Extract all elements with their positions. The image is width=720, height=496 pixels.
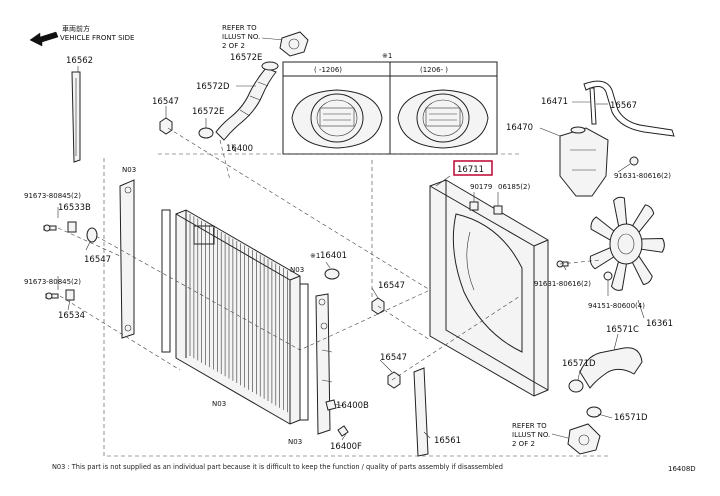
direction-label: VEHICLE FRONT SIDE (60, 34, 134, 42)
air-baffle-16561 (413, 367, 429, 457)
label-mark1: ※1 (310, 252, 320, 260)
grommet-16547-top (159, 117, 173, 135)
label-16547-top[interactable]: 16547 (152, 97, 179, 107)
fan-blade (613, 196, 628, 229)
fan-blade (630, 204, 655, 235)
hose-16567 (583, 80, 675, 137)
refer-top-line2: ILLUST NO. (222, 33, 260, 41)
label-n03-b: N03 (290, 266, 304, 274)
radiator-hose-lower (579, 347, 643, 389)
assembly-lines (57, 127, 610, 457)
refer-bottom-line3: 2 OF 2 (512, 440, 535, 448)
reserve-tank-16470 (559, 126, 609, 197)
label-16561[interactable]: 16561 (434, 436, 461, 446)
radiator-seal-left (161, 209, 171, 353)
label-91631-shroud[interactable]: 91631-80616(2) (534, 280, 591, 288)
bolt-91673-upper (43, 224, 57, 232)
label-16470[interactable]: 16470 (506, 123, 533, 133)
clip-90179 (469, 201, 479, 211)
direction-label-cn: 車両前方 (62, 24, 90, 33)
hose-clamp-lower-b (586, 406, 602, 418)
footnote: N03 : This part is not supplied as an in… (52, 463, 503, 471)
radiator-cap-right (397, 89, 489, 149)
label-n03-a: N03 (122, 166, 136, 174)
label-16572e-top[interactable]: 16572E (230, 53, 262, 63)
cushion-16534 (65, 289, 75, 301)
drain-cock-16400b (325, 399, 337, 411)
label-16401[interactable]: 16401 (320, 251, 347, 261)
label-16572e-mid[interactable]: 16572E (192, 107, 224, 117)
label-94151[interactable]: 94151-80600(4) (588, 302, 645, 310)
label-16571d-b[interactable]: 16571D (614, 413, 648, 423)
label-16711[interactable]: 16711 (457, 165, 484, 175)
figure-id: 16408D (668, 465, 696, 473)
label-06185[interactable]: 06185(2) (498, 183, 530, 191)
air-baffle-16562 (71, 71, 81, 163)
label-16547-low[interactable]: 16547 (380, 353, 407, 363)
water-inlet-bottom (567, 423, 601, 455)
radiator-cap-panel (282, 61, 498, 155)
refer-top-line1: REFER TO (222, 24, 257, 32)
refer-bottom-line1: REFER TO (512, 422, 547, 430)
label-16533b[interactable]: 16533B (58, 203, 91, 213)
label-16567[interactable]: 16567 (610, 101, 637, 111)
label-16400[interactable]: 16400 (226, 144, 253, 154)
label-16400b[interactable]: 16400B (336, 401, 369, 411)
radiator-cap-left (291, 89, 383, 149)
label-16361[interactable]: 16361 (646, 319, 673, 329)
cap-left-range: ( -1206) (314, 66, 342, 74)
grommet-16547-low (387, 371, 401, 389)
label-91673-upper[interactable]: 91673-80845(2) (24, 192, 81, 200)
fan-16361 (589, 196, 665, 291)
label-16571c[interactable]: 16571C (606, 325, 639, 335)
label-16572d[interactable]: 16572D (196, 82, 230, 92)
grommet-16547-mid (86, 227, 98, 243)
label-91673-lower[interactable]: 91673-80845(2) (24, 278, 81, 286)
radiator-tank-right (315, 293, 333, 435)
fan-blade (639, 237, 665, 253)
fan-shroud-16711 (429, 179, 549, 397)
hose-clamp-lower-a (568, 379, 584, 393)
nut-94151 (603, 271, 613, 281)
cap-panel-mark: ※1 (382, 52, 392, 60)
hose-clamp-mid (198, 127, 214, 139)
cap-16401 (324, 268, 340, 280)
bolt-91631-tank (629, 156, 639, 166)
fan-blade (630, 253, 653, 286)
label-16547-mid[interactable]: 16547 (84, 255, 111, 265)
fan-blade (610, 259, 628, 291)
label-16400f[interactable]: 16400F (330, 442, 362, 452)
hose-clamp-top (261, 61, 279, 71)
fan-blade (589, 246, 616, 270)
cap-right-range: (1206- ) (420, 66, 448, 74)
vehicle-front-arrow (29, 31, 59, 47)
radiator-side-support-left (119, 179, 135, 339)
label-90179[interactable]: 90179 (470, 183, 492, 191)
cushion-16533b (67, 221, 77, 233)
label-n03-d: N03 (288, 438, 302, 446)
clip-06185 (493, 205, 503, 215)
label-16547-right[interactable]: 16547 (378, 281, 405, 291)
label-91631-tank[interactable]: 91631-80616(2) (614, 172, 671, 180)
drain-plug-16400f (337, 425, 349, 437)
radiator-seal-right (299, 283, 309, 421)
label-n03-c: N03 (212, 400, 226, 408)
radiator-core (175, 209, 301, 425)
refer-bottom-line2: ILLUST NO. (512, 431, 550, 439)
fan-blade (590, 216, 616, 242)
water-outlet-top (279, 31, 309, 57)
label-16562[interactable]: 16562 (66, 56, 93, 66)
hose-16471 (589, 87, 597, 125)
bolt-91631-shroud (556, 260, 569, 268)
bolt-91673-lower (45, 292, 59, 300)
label-16534[interactable]: 16534 (58, 311, 85, 321)
leader-lines (57, 66, 645, 441)
highlight-box-16711 (453, 160, 493, 176)
label-16571d-a[interactable]: 16571D (562, 359, 596, 369)
label-16471[interactable]: 16471 (541, 97, 568, 107)
refer-top-line3: 2 OF 2 (222, 42, 245, 50)
radiator-hose-upper (215, 67, 277, 141)
refer-top-leader (261, 37, 285, 41)
